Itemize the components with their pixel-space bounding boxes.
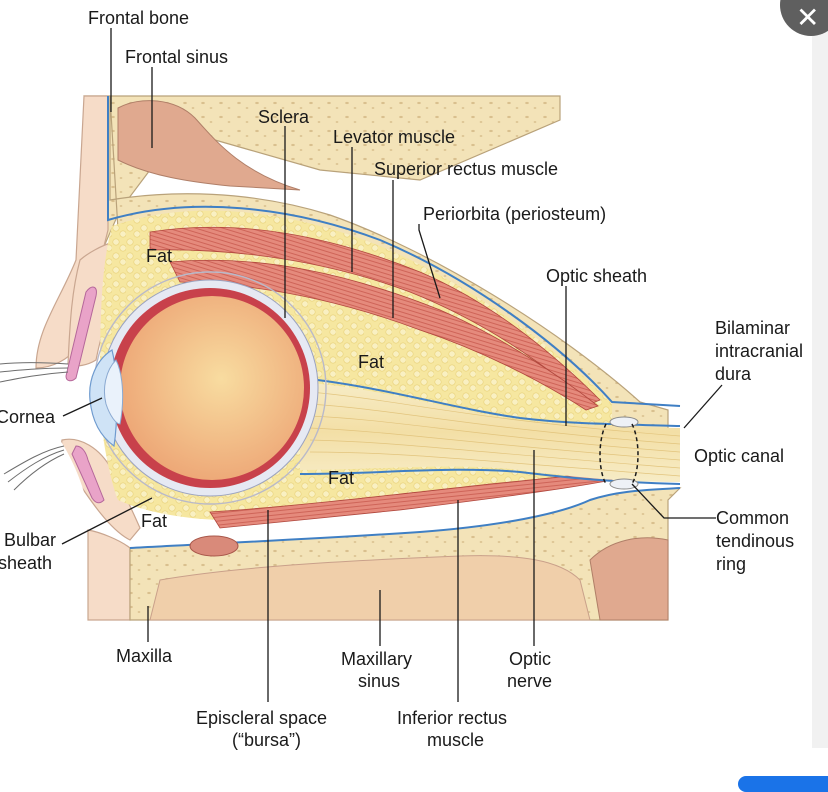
common-ring-top bbox=[609, 416, 639, 428]
label-bulbar-2: sheath bbox=[0, 553, 52, 573]
label-common-ring-1: Common bbox=[716, 508, 789, 528]
label-common-ring-3: ring bbox=[716, 554, 746, 574]
label-common-ring-2: tendinous bbox=[716, 531, 794, 551]
label-maxillary-sinus-2: sinus bbox=[358, 671, 400, 691]
label-maxilla: Maxilla bbox=[116, 646, 173, 666]
periorbita-line bbox=[107, 96, 681, 407]
label-bulbar-1: Bulbar bbox=[4, 530, 56, 550]
eyelashes bbox=[0, 362, 69, 491]
label-optic-nerve-2: nerve bbox=[507, 671, 552, 691]
label-bilaminar-2: intracranial bbox=[715, 341, 803, 361]
maxillary-sinus-shape bbox=[149, 555, 591, 621]
label-optic-canal: Optic canal bbox=[694, 446, 784, 466]
close-icon: ✕ bbox=[796, 2, 820, 33]
label-episcleral-1: Episcleral space bbox=[196, 708, 327, 728]
frontal-sinus-shape bbox=[117, 100, 301, 191]
label-periorbita: Periorbita (periosteum) bbox=[423, 204, 606, 224]
label-optic-nerve-1: Optic bbox=[509, 649, 551, 669]
label-bilaminar-1: Bilaminar bbox=[715, 318, 790, 338]
leader-lines bbox=[61, 28, 723, 702]
anatomy-illustration bbox=[0, 95, 682, 621]
label-cornea: Cornea bbox=[0, 407, 56, 427]
label-levator-muscle: Levator muscle bbox=[333, 127, 455, 147]
lower-tarsal-plate bbox=[71, 445, 105, 504]
infraorbital-nerve bbox=[189, 535, 239, 557]
common-ring-bottom bbox=[609, 478, 639, 490]
label-inferior-rectus-2: muscle bbox=[427, 730, 484, 750]
scrollbar[interactable] bbox=[812, 0, 828, 748]
label-fat-lower: Fat bbox=[328, 468, 354, 488]
vitreous-body bbox=[120, 296, 304, 480]
posterior-sinus bbox=[589, 537, 669, 621]
label-inferior-rectus-1: Inferior rectus bbox=[397, 708, 507, 728]
label-fat-lid: Fat bbox=[141, 511, 167, 531]
label-frontal-bone: Frontal bone bbox=[88, 8, 189, 28]
lens-shape bbox=[103, 359, 124, 425]
label-fat-upper: Fat bbox=[146, 246, 172, 266]
label-bilaminar-3: dura bbox=[715, 364, 752, 384]
optic-canal-boundary bbox=[599, 423, 639, 485]
superior-rectus-shape bbox=[169, 259, 599, 411]
upper-tarsal-plate bbox=[65, 286, 97, 382]
bottom-action-pill[interactable] bbox=[738, 776, 828, 792]
label-optic-sheath: Optic sheath bbox=[546, 266, 647, 286]
optic-nerve-fibers bbox=[309, 391, 681, 477]
label-episcleral-2: (“bursa”) bbox=[232, 730, 301, 750]
label-maxillary-sinus-1: Maxillary bbox=[341, 649, 412, 669]
cheek-profile bbox=[87, 529, 131, 621]
label-superior-rectus: Superior rectus muscle bbox=[374, 159, 558, 179]
optic-nerve-shape bbox=[300, 382, 680, 482]
label-fat-middle: Fat bbox=[358, 352, 384, 372]
label-sclera: Sclera bbox=[258, 107, 310, 127]
labels: Frontal bone Frontal sinus Sclera Levato… bbox=[0, 8, 803, 750]
label-frontal-sinus: Frontal sinus bbox=[125, 47, 228, 67]
cheek-skin bbox=[4, 440, 91, 620]
upper-skin bbox=[4, 96, 84, 360]
